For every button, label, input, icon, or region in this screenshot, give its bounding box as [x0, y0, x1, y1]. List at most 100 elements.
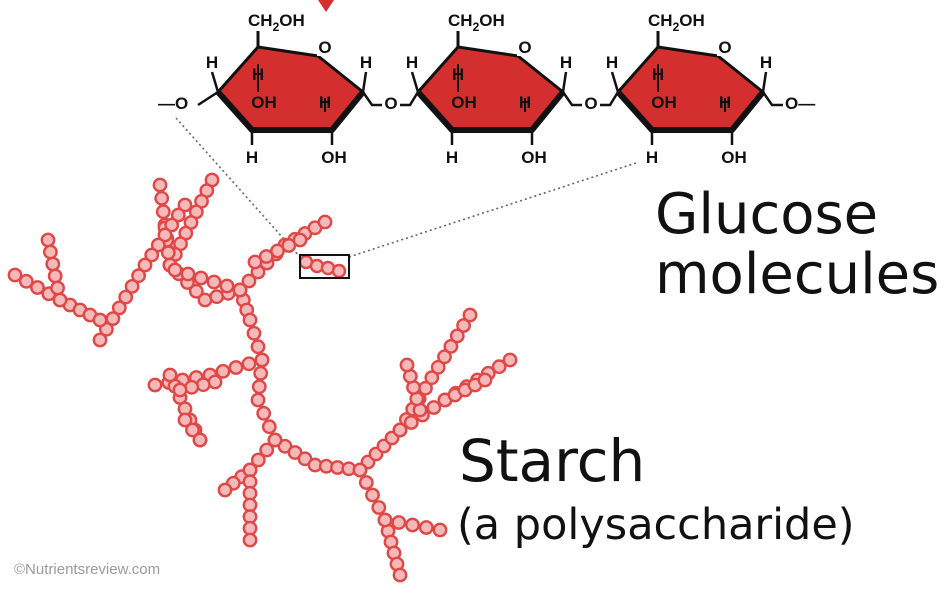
glucose-bead [292, 232, 308, 248]
glucose-bead [131, 268, 147, 284]
glucose-bead [147, 377, 163, 393]
glucose-bead [43, 244, 58, 260]
oh-group: OH [321, 148, 347, 167]
glucose-bead [247, 254, 263, 270]
glucose-bead [250, 452, 266, 468]
glucose-bead [177, 412, 193, 428]
glucose-bead [426, 400, 442, 415]
glucose-bead [254, 352, 270, 368]
glucose-bead [317, 214, 333, 230]
glucose-bead [228, 360, 244, 375]
oh-group: OH [521, 148, 547, 167]
copyright-credit: ©Nutrientsreview.com [14, 561, 160, 578]
glucose-bead [352, 462, 368, 478]
h-atom: H [252, 65, 264, 84]
glucose-bead [371, 500, 387, 515]
zoom-box [299, 254, 350, 279]
oh-group: OH [251, 93, 277, 112]
glucose-bead [449, 328, 465, 344]
h-atom: H [719, 93, 731, 112]
h-atom: H [452, 65, 464, 84]
glucose-bead [92, 312, 108, 328]
glucose-bead [170, 207, 186, 223]
h-atom: H [560, 53, 572, 72]
bridge-oxygen: O [584, 94, 597, 113]
h-atom: H [446, 148, 458, 167]
glucose-bead [118, 289, 134, 305]
glucose-bead [377, 512, 393, 528]
glucose-bead [195, 377, 211, 393]
glucose-bead [50, 280, 65, 296]
h-atom: H [519, 93, 531, 112]
starch-label: Starch [459, 427, 645, 495]
glucose-bead [150, 237, 166, 253]
glucose-bead [185, 422, 200, 438]
zoom-line-left [175, 117, 301, 258]
glucose-bead [144, 247, 160, 263]
glucose-bead [92, 332, 108, 348]
starch-chain [7, 172, 518, 583]
glucose-bead [207, 374, 223, 390]
glucose-bead [206, 274, 222, 290]
glucose-bead [399, 357, 415, 373]
h-atom: H [319, 93, 331, 112]
chain-end-left: —O [158, 94, 188, 113]
glucose-bead [7, 267, 23, 283]
bridge-oxygen: O [384, 94, 397, 113]
glucose-bead [391, 515, 407, 530]
h-atom: H [646, 148, 658, 167]
glucose-bead [45, 256, 61, 272]
h-atom: H [206, 53, 218, 72]
glucose-bead [124, 278, 140, 294]
glucose-bead [219, 278, 235, 294]
h-atom: H [360, 53, 372, 72]
glucose-bead [18, 273, 34, 289]
oh-group: OH [721, 148, 747, 167]
oh-group: OH [651, 93, 677, 112]
ch2oh-label: CH2OH [648, 11, 705, 34]
ring-oxygen: O [718, 38, 731, 57]
glucose-bead [443, 338, 459, 354]
glucose-bead [192, 432, 208, 448]
glucose-bead [403, 415, 419, 430]
glucose-bead [137, 257, 153, 273]
ch2oh-label: CH2OH [248, 11, 305, 34]
glucose-bead [392, 422, 408, 438]
glucose-bead [188, 283, 204, 299]
ch2oh-label: CH2OH [448, 11, 505, 34]
glucose-label-line2: molecules [655, 242, 939, 307]
glucose-bead [261, 419, 277, 435]
h-atom: H [606, 53, 618, 72]
glucose-bead [358, 475, 374, 490]
glucose-bead [180, 266, 196, 282]
glucose-bead [253, 365, 269, 381]
glucose-bead [392, 567, 408, 583]
zoom-line-right [348, 162, 637, 258]
glucose-bead [217, 482, 233, 498]
glucose-bead [242, 532, 258, 548]
glucose-bead [365, 487, 380, 503]
glucose-bead [52, 292, 68, 308]
glucose-bead [281, 238, 297, 253]
glucose-bead [193, 270, 209, 286]
h-atom: H [406, 53, 418, 72]
glucose-bead [40, 232, 56, 248]
glucose-bead [432, 522, 448, 538]
glucose-bead [424, 370, 440, 386]
glucose-bead [456, 318, 471, 333]
glucose-bead [111, 300, 127, 316]
glucose-bead [256, 405, 272, 421]
glucose-bead [437, 349, 452, 365]
glucose-bead [167, 262, 183, 278]
glucose-label-line1: Glucose [655, 182, 878, 247]
glucose-bead [215, 363, 231, 379]
glucose-bead [47, 268, 63, 284]
glucose-bead [267, 432, 283, 448]
glucose-bead [250, 339, 266, 355]
ring-oxygen: O [518, 38, 531, 57]
glucose-bead [270, 243, 285, 259]
glucose-bead [246, 325, 262, 341]
